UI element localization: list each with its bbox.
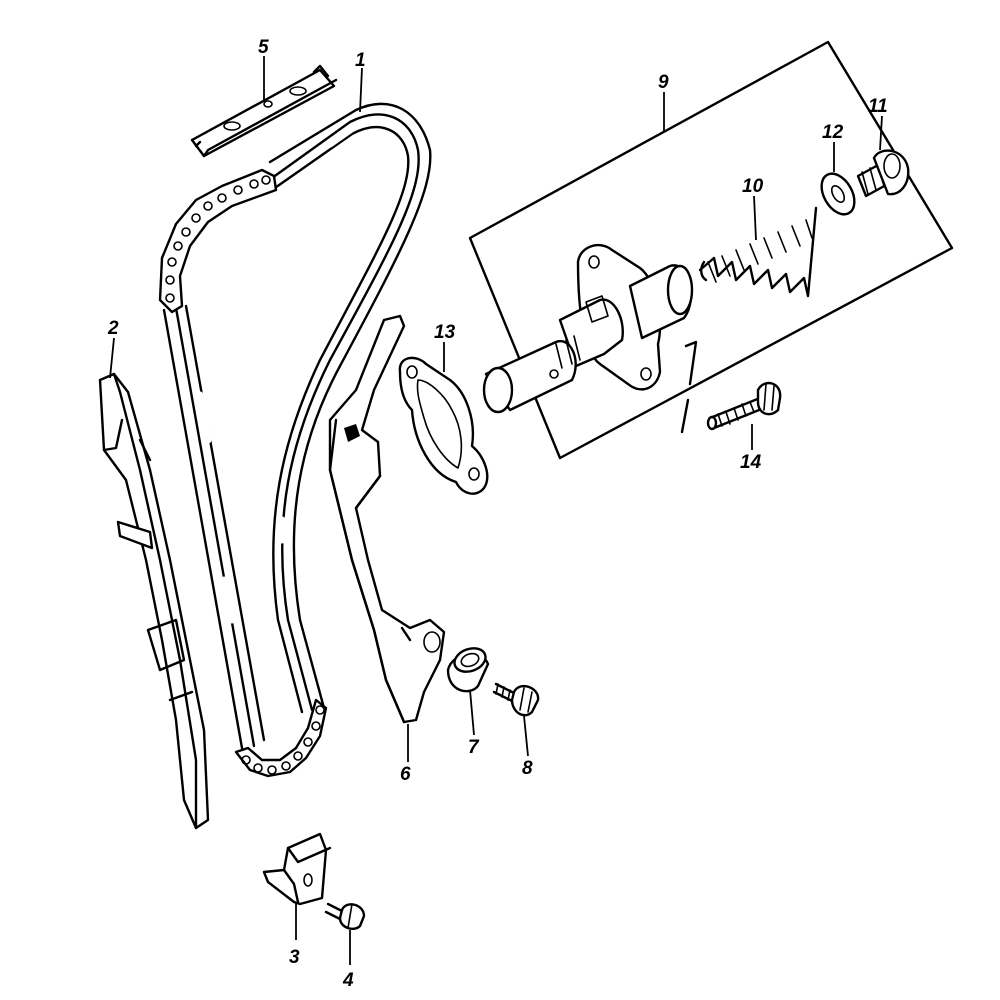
long-bolt-part — [706, 381, 782, 431]
callout-3: 3 — [289, 947, 300, 968]
bolt-part — [492, 682, 540, 717]
callout-10: 10 — [742, 176, 764, 197]
callout-9: 9 — [658, 72, 669, 93]
cam-chain-part — [158, 102, 432, 778]
callout-14: 14 — [740, 452, 762, 473]
gasket-part — [398, 356, 489, 495]
callout-5: 5 — [258, 37, 269, 58]
callout-7: 7 — [468, 737, 480, 758]
chain-guide-part — [98, 372, 210, 830]
tensioner-assembly-part — [468, 40, 954, 460]
callout-labels: 1 2 3 4 5 6 7 8 9 10 11 12 13 14 — [107, 37, 888, 991]
spring-part — [698, 206, 818, 298]
washer-part — [820, 172, 856, 216]
callout-12: 12 — [822, 122, 844, 143]
callout-11: 11 — [868, 96, 888, 117]
leader-lines — [109, 56, 883, 965]
callout-1: 1 — [355, 50, 366, 71]
small-bolt-part — [324, 902, 366, 930]
callout-2: 2 — [107, 318, 119, 339]
callout-4: 4 — [342, 970, 354, 991]
tensioner-arm-part — [328, 314, 446, 724]
bracket-part — [262, 832, 332, 906]
chain-guide-plate-part — [190, 64, 338, 158]
cap-bolt-part — [856, 149, 910, 198]
callout-6: 6 — [400, 764, 411, 785]
bushing-part — [446, 647, 490, 693]
callout-8: 8 — [522, 758, 533, 779]
callout-13: 13 — [434, 322, 456, 343]
